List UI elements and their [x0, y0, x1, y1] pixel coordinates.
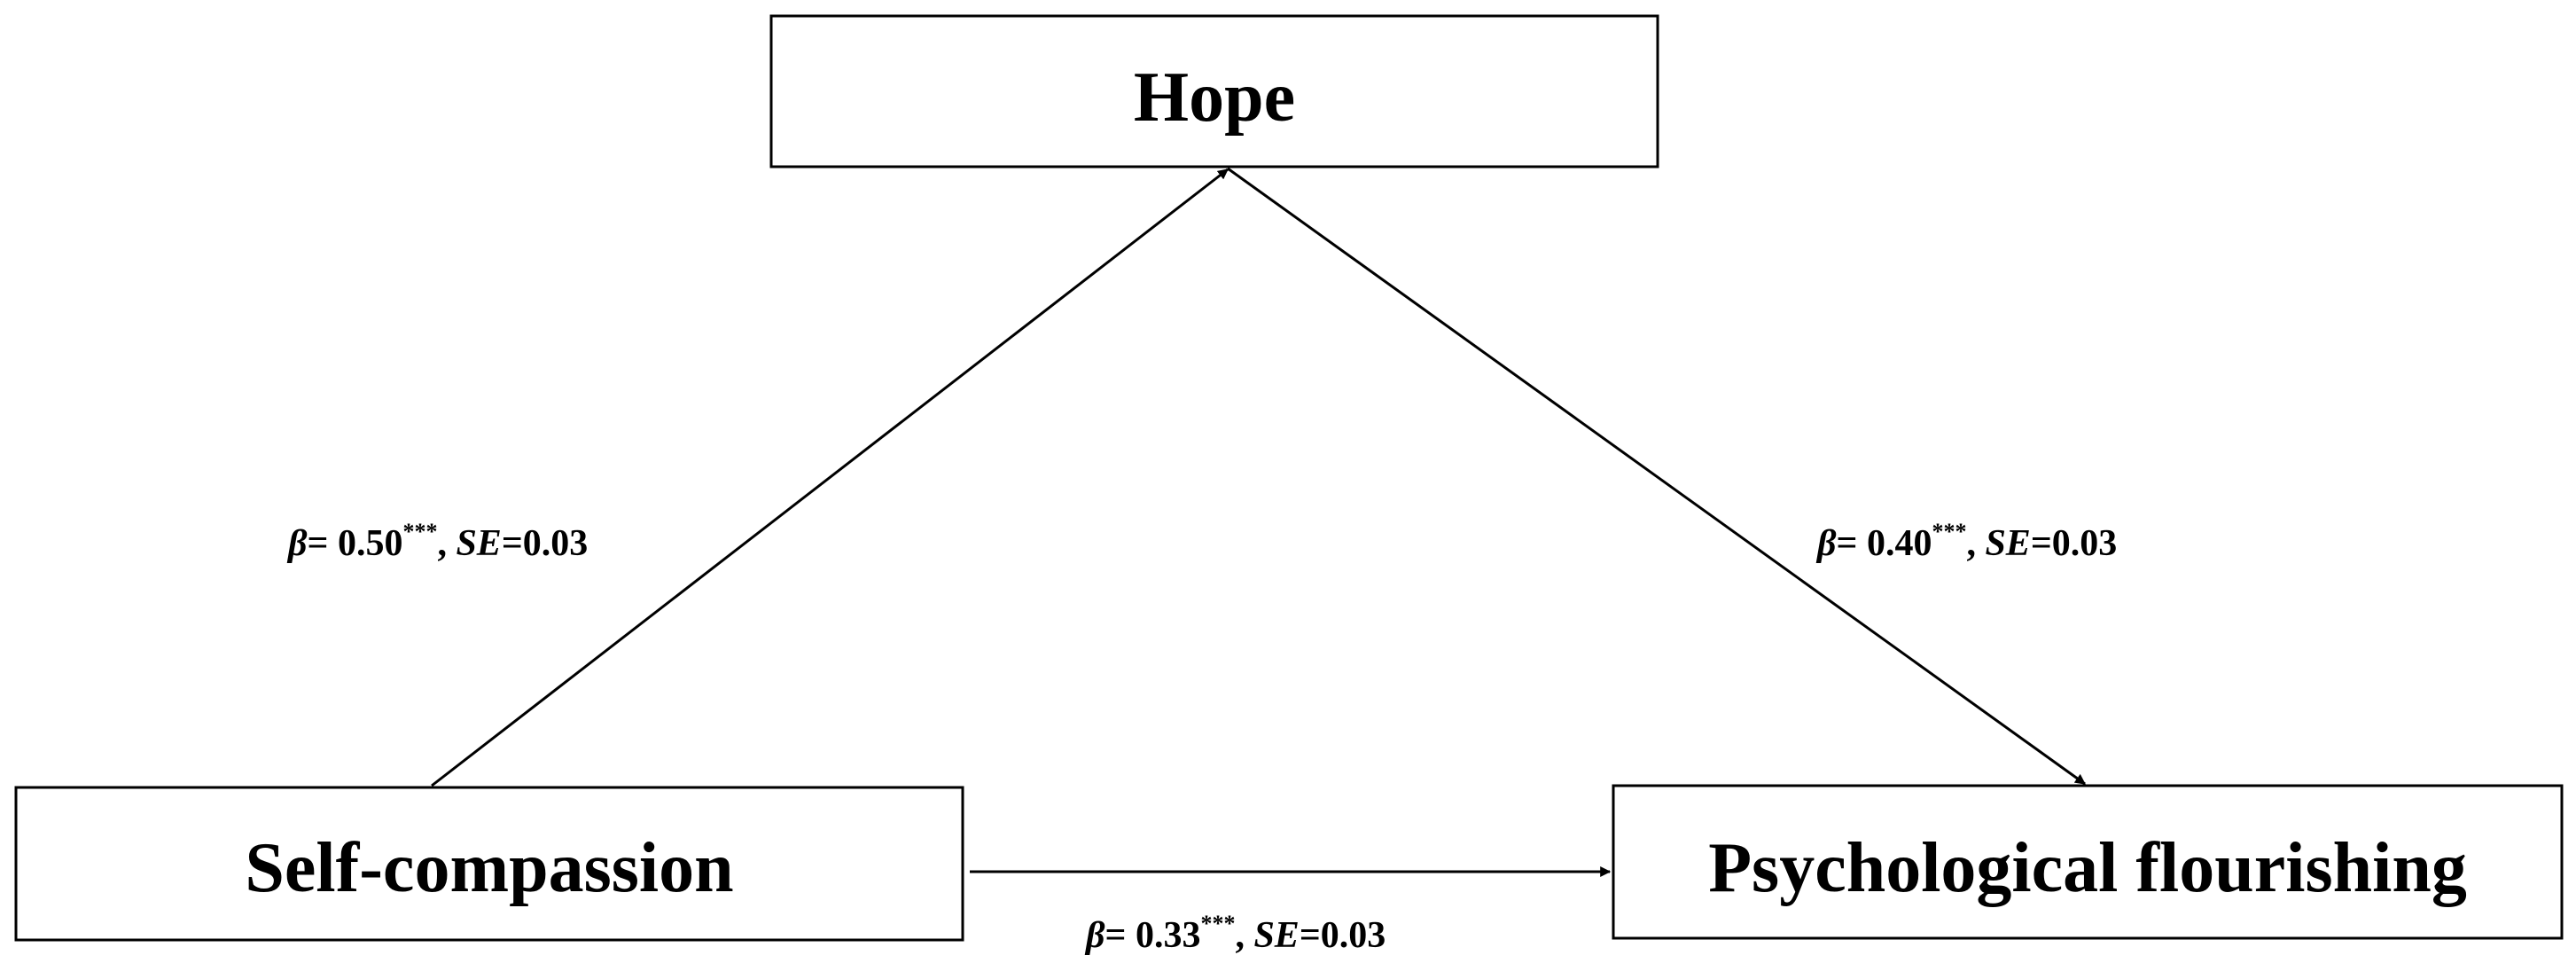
- coef-b-stars: ***: [1932, 519, 1966, 544]
- node-flourishing-label: Psychological flourishing: [1708, 829, 2467, 907]
- coef-c-beta-value: = 0.33: [1105, 915, 1201, 956]
- coef-b-sep: ,: [1966, 523, 1985, 564]
- node-hope: Hope: [769, 14, 1659, 168]
- coef-c-se-symbol: SE: [1253, 915, 1299, 956]
- coef-a-se-value: =0.03: [502, 523, 588, 564]
- coef-c-se-value: =0.03: [1300, 915, 1386, 956]
- coef-a-beta-value: = 0.50: [308, 523, 403, 564]
- node-flourishing-box: [1612, 784, 2564, 940]
- coef-c-beta-symbol: β: [1084, 915, 1105, 956]
- node-hope-box: [769, 14, 1659, 168]
- arrow-hope-to-flourishing: [1227, 167, 2086, 786]
- arrow-self-compassion-to-hope: [431, 168, 1229, 787]
- coef-a-stars: ***: [402, 519, 437, 544]
- coef-c-label: β= 0.33***, SE=0.03: [1084, 911, 1386, 956]
- coef-b-beta-value: = 0.40: [1837, 523, 1932, 564]
- coef-b-label: β= 0.40***, SE=0.03: [1815, 519, 2117, 564]
- node-self-compassion-box: [14, 786, 964, 942]
- node-self-compassion: Self-compassion: [14, 786, 964, 942]
- coef-b-se-symbol: SE: [1985, 523, 2030, 564]
- coef-b-se-value: =0.03: [2031, 523, 2117, 564]
- coef-c-sep: ,: [1235, 915, 1253, 956]
- coef-b-beta-symbol: β: [1815, 523, 1837, 564]
- node-self-compassion-label: Self-compassion: [245, 829, 733, 907]
- node-flourishing: Psychological flourishing: [1612, 784, 2564, 940]
- coef-a-beta-symbol: β: [286, 523, 308, 564]
- coef-a-se-symbol: SE: [456, 523, 501, 564]
- node-hope-label: Hope: [1134, 59, 1295, 137]
- coef-a-label: β= 0.50***, SE=0.03: [286, 519, 588, 564]
- coef-a-sep: ,: [437, 523, 456, 564]
- coef-c-stars: ***: [1200, 911, 1235, 936]
